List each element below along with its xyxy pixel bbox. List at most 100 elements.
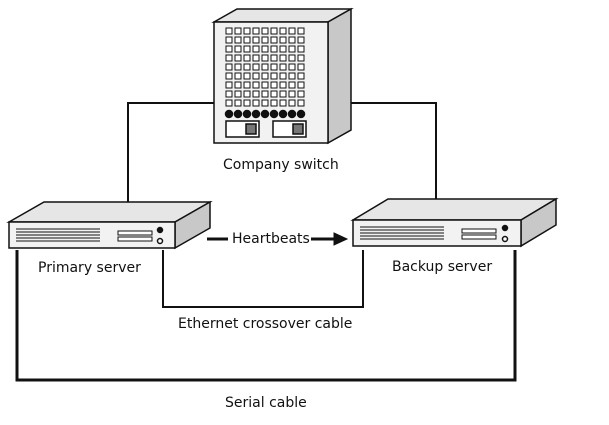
switch-port [288, 36, 296, 44]
switch-port [225, 45, 233, 53]
switch-port [297, 63, 305, 71]
switch-port [270, 90, 278, 98]
backup-server [350, 197, 559, 248]
switch-port [297, 81, 305, 89]
switch-port [252, 45, 260, 53]
company-switch-label: Company switch [223, 157, 339, 173]
switch-port [252, 72, 260, 80]
switch-port [225, 54, 233, 62]
backup-server-vents [360, 226, 444, 240]
switch-port [243, 63, 251, 71]
switch-port [297, 45, 305, 53]
switch-port [297, 36, 305, 44]
switch-port [252, 99, 260, 107]
switch-port [297, 72, 305, 80]
switch-port [225, 81, 233, 89]
switch-port [225, 27, 233, 35]
switch-port [261, 54, 269, 62]
switch-port [261, 81, 269, 89]
switch-port [279, 27, 287, 35]
switch-port [297, 90, 305, 98]
backup-server-power-button [501, 235, 509, 243]
heartbeat-arrowhead [333, 232, 349, 246]
switch-port [270, 63, 278, 71]
serial-cable-label: Serial cable [225, 395, 307, 411]
switch-port [288, 81, 296, 89]
switch-port [243, 27, 251, 35]
switch-port [261, 63, 269, 71]
switch-port [279, 81, 287, 89]
serial-cable [15, 250, 517, 382]
switch-port [252, 63, 260, 71]
switch-led [287, 109, 297, 119]
switch-port [243, 72, 251, 80]
switch-module-left-indicator [245, 123, 257, 135]
switch-port [234, 99, 242, 107]
switch-port [234, 54, 242, 62]
switch-port [279, 72, 287, 80]
switch-port [297, 99, 305, 107]
switch-port [261, 27, 269, 35]
switch-port [279, 45, 287, 53]
heartbeat-arrow [207, 232, 349, 246]
primary-server-drive-bay [117, 230, 153, 236]
switch-led [242, 109, 252, 119]
switch-port [234, 81, 242, 89]
switch-port [261, 72, 269, 80]
switch-port [261, 36, 269, 44]
switch-port [225, 99, 233, 107]
ethernet-crossover-cable [162, 250, 364, 308]
ethernet-crossover-cable-label: Ethernet crossover cable [178, 316, 353, 332]
switch-led [296, 109, 306, 119]
switch-port [225, 90, 233, 98]
switch-port [279, 54, 287, 62]
switch-led [224, 109, 234, 119]
switch-port [297, 27, 305, 35]
backup-server-label: Backup server [392, 259, 493, 275]
switch-port [279, 63, 287, 71]
switch-port [243, 90, 251, 98]
switch-port [243, 81, 251, 89]
primary-server-power-button [156, 237, 164, 245]
switch-port [297, 54, 305, 62]
switch-led [233, 109, 243, 119]
switch-port [270, 45, 278, 53]
backup-server-drive-bay [461, 234, 497, 240]
switch-port [288, 27, 296, 35]
switch-port [288, 99, 296, 107]
switch-port [234, 36, 242, 44]
switch-port [270, 72, 278, 80]
primary-server [6, 200, 213, 250]
switch-port [225, 72, 233, 80]
switch-port [288, 54, 296, 62]
switch-port [225, 36, 233, 44]
primary-server-power-led [156, 226, 164, 234]
switch-port [270, 54, 278, 62]
switch-port [252, 90, 260, 98]
switch-port [234, 27, 242, 35]
switch-link-primary [127, 102, 234, 203]
switch-port [279, 99, 287, 107]
switch-led [269, 109, 279, 119]
switch-port [279, 90, 287, 98]
switch-port [243, 36, 251, 44]
company-switch [211, 7, 354, 145]
switch-port [234, 63, 242, 71]
primary-server-drive-bay [117, 236, 153, 242]
backup-server-power-led [501, 224, 509, 232]
switch-port [270, 81, 278, 89]
switch-led [251, 109, 261, 119]
switch-port [225, 63, 233, 71]
switch-port [243, 99, 251, 107]
switch-port [288, 72, 296, 80]
switch-port [234, 45, 242, 53]
switch-port [279, 36, 287, 44]
switch-port [288, 90, 296, 98]
switch-port [270, 27, 278, 35]
switch-port [270, 99, 278, 107]
switch-port [234, 72, 242, 80]
switch-port [261, 90, 269, 98]
switch-side [327, 7, 352, 145]
switch-led [260, 109, 270, 119]
